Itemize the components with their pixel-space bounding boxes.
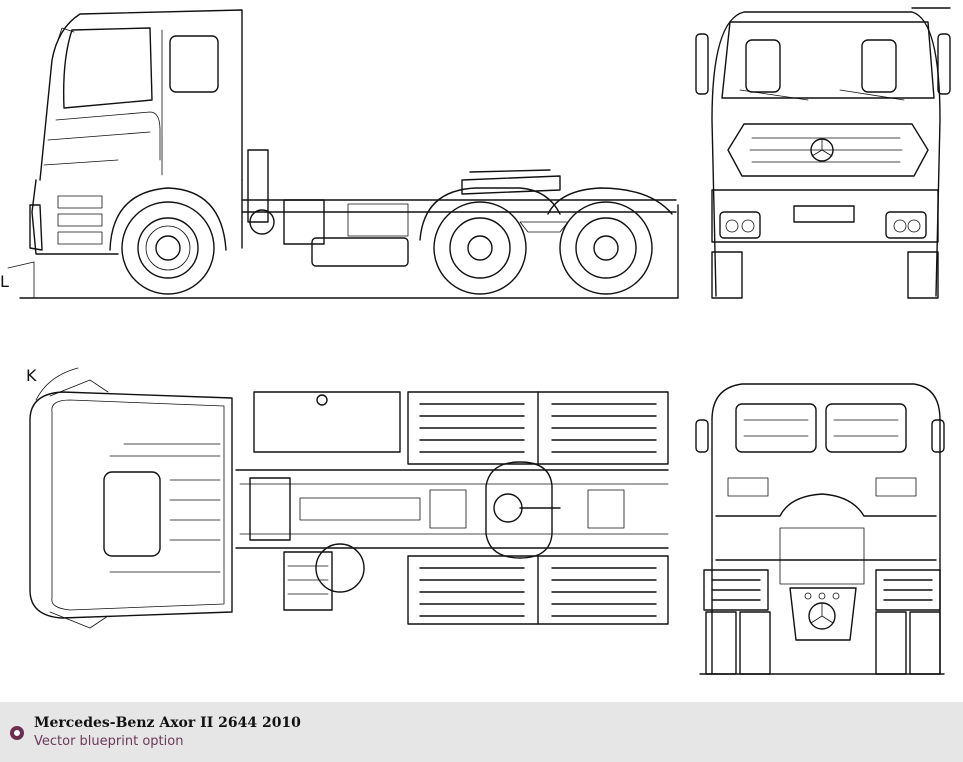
dimension-label-k: K [26,366,37,385]
caption-subtitle[interactable]: Vector blueprint option [34,734,184,749]
caption-title: Mercedes-Benz Axor II 2644 2010 [34,715,301,731]
front-view [695,7,951,299]
rear-view [695,383,945,675]
circle-bullet-icon [10,726,24,740]
top-view: K [26,366,669,629]
side-view: L [0,9,679,299]
dimension-label-l: L [0,272,9,291]
caption-bar: Mercedes-Benz Axor II 2644 2010 Vector b… [0,702,963,762]
blueprint-drawing: L [0,7,951,675]
